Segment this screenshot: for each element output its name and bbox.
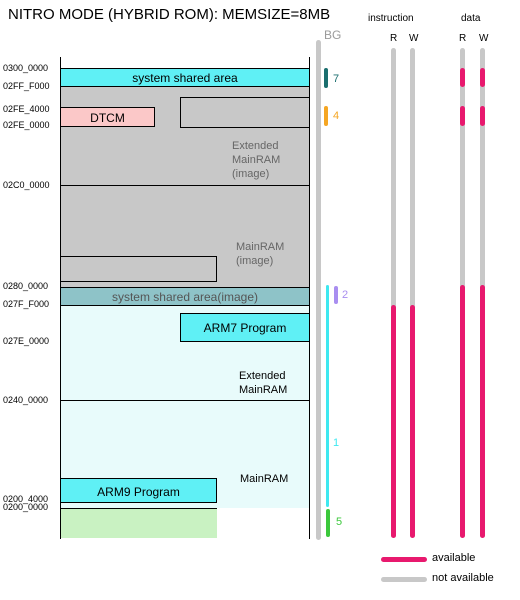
page-title: NITRO MODE (HYBRID ROM): MEMSIZE=8MB [8, 6, 331, 23]
legend-available-swatch [381, 557, 427, 562]
legend-not-available-swatch [381, 577, 427, 582]
address-label: 02FE_0000 [3, 120, 50, 130]
legend-available-label: available [432, 552, 476, 564]
data-read-header: R [459, 33, 467, 44]
mainram-label: MainRAM [240, 473, 289, 485]
dtcm-block: DTCM [60, 107, 155, 127]
arm9-program-label: ARM9 Program [97, 485, 180, 499]
address-label: 02FF_F000 [3, 81, 50, 91]
address-label: 02FE_4000 [3, 104, 50, 114]
data-write-header: W [479, 33, 489, 44]
instruction-read-available [391, 305, 396, 538]
bg-number-4: 4 [333, 110, 340, 122]
extended-mainram-image-label: Extended MainRAM (image) [232, 140, 281, 180]
boundary-line [60, 400, 310, 401]
address-label: 027E_0000 [3, 336, 50, 346]
address-label: 0300_0000 [3, 63, 49, 73]
bg-gray-bar [316, 40, 321, 540]
bg-2-bar [334, 286, 338, 304]
arm7-program-label: ARM7 Program [203, 321, 287, 335]
address-label: 0240_0000 [3, 395, 49, 405]
instruction-write-header: W [409, 33, 419, 44]
address-label: 027F_F000 [3, 299, 50, 309]
system-shared-area-label: system shared area [132, 71, 238, 85]
memory-map-right-edge [309, 57, 310, 539]
arm7-program-block: ARM7 Program [180, 313, 310, 342]
instruction-read-bar [391, 48, 396, 538]
system-shared-area: system shared area [60, 68, 310, 87]
system-shared-area-image-label: system shared area(image) [111, 290, 259, 304]
data-header: data [461, 13, 481, 24]
address-label: 0200_0000 [3, 502, 49, 512]
system-shared-area-image: system shared area(image) [60, 287, 310, 306]
memory-map-left-edge [60, 57, 61, 539]
instruction-read-header: R [390, 33, 398, 44]
extended-mainram-label: Extended MainRAM [239, 370, 288, 396]
data-write-available [480, 68, 485, 87]
bg-number-5: 5 [336, 516, 343, 528]
arm9-image-box [60, 256, 217, 282]
bg-number-2: 2 [342, 289, 349, 301]
dtcm-image-box [180, 97, 310, 128]
data-write-available [480, 285, 485, 538]
boundary-line [60, 185, 310, 186]
bg-header: BG [324, 28, 342, 42]
bg-4-bar [324, 106, 328, 126]
data-read-available [460, 106, 465, 126]
address-label: 0280_0000 [3, 281, 49, 291]
data-read-available [460, 285, 465, 538]
bg-7-bar [324, 68, 328, 88]
data-write-available [480, 106, 485, 126]
instruction-write-available [410, 305, 415, 538]
address-label: 02C0_0000 [3, 180, 50, 190]
dtcm-label: DTCM [90, 111, 125, 125]
boundary-line [60, 508, 217, 509]
instruction-header: instruction [368, 13, 414, 24]
bg-5-bar [326, 509, 330, 537]
low-region [60, 508, 217, 538]
data-read-available [460, 68, 465, 87]
instruction-write-bar [410, 48, 415, 538]
address-label: 0200_4000 [3, 494, 49, 504]
legend-not-available-label: not available [432, 572, 494, 584]
bg-1-bar [326, 285, 329, 507]
bg-number-7: 7 [333, 73, 340, 85]
arm9-program-block: ARM9 Program [60, 478, 217, 503]
bg-number-1: 1 [333, 437, 340, 449]
mainram-image-label: MainRAM (image) [236, 241, 285, 267]
